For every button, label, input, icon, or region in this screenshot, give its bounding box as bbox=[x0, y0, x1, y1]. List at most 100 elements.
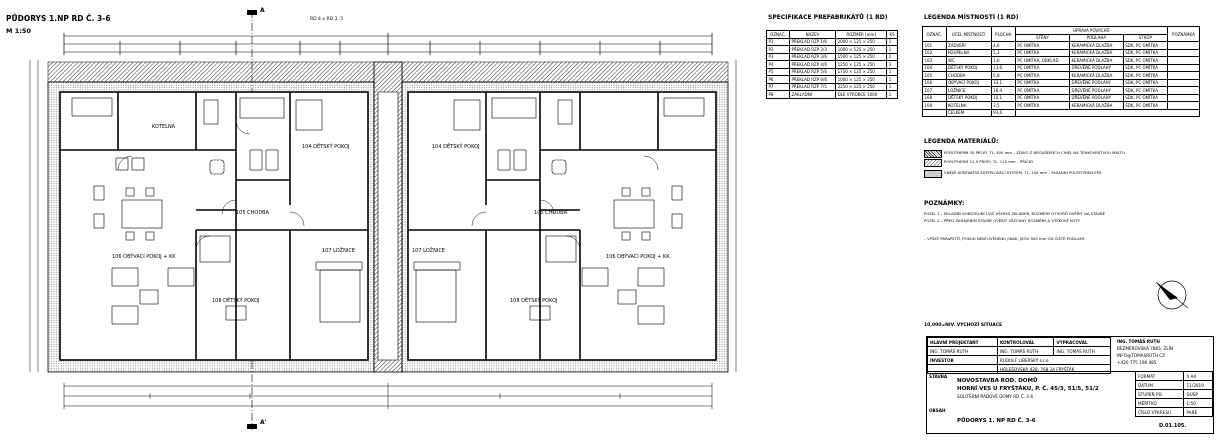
tb-field-cell: FORMÁT bbox=[1134, 371, 1185, 381]
legend-cell: OBÝVACÍ POKOJ bbox=[945, 78, 992, 87]
dimension-lines-top bbox=[63, 33, 713, 55]
legend-cell: 1,6 bbox=[990, 56, 1016, 65]
spec-cell: P3 bbox=[766, 52, 790, 61]
material-swatch-insulation bbox=[924, 170, 942, 178]
tb-role: VYPRACOVAL bbox=[1053, 337, 1111, 347]
tb-field-cell: STUPEŇ PD bbox=[1134, 389, 1185, 399]
room-legend-title: LEGENDA MÍSTNOSTÍ (1 RD) bbox=[924, 14, 1019, 21]
spec-cell: 2 bbox=[886, 52, 898, 61]
legend-cell: 103 bbox=[922, 56, 947, 65]
legend-cell: DŘEVĚNÉ PODLAHY bbox=[1069, 63, 1124, 72]
legend-cell: KERAMICKÁ DLAŽBA bbox=[1069, 71, 1124, 80]
tb-stavba2: HORNÍ VES U FRYŠTÁKU, P. Č. 45/3, 51/5, … bbox=[957, 386, 1099, 392]
spec-cell: 1 bbox=[886, 82, 898, 91]
spec-cell: 1 bbox=[886, 75, 898, 84]
spec-cell: P7 bbox=[766, 82, 790, 91]
legend-cell bbox=[1166, 48, 1201, 57]
site-note: 10,000=NIV. VÝCHOZÍ SITUACE bbox=[924, 323, 1003, 328]
tb-person: ING. TOMÁŠ RUTH bbox=[1053, 346, 1111, 356]
tb-obsah-label: OBSAH bbox=[929, 408, 946, 413]
tb-investor-address: HOLEŠOVSKÁ 428, 768 24 FRYŠTÁK bbox=[996, 364, 1112, 374]
notes-title: POZNÁMKY: bbox=[924, 200, 965, 207]
room-label: 106 OBÝVACÍ POKOJ + KK bbox=[606, 254, 670, 260]
note-line: – VÝŠKY PARAPETŮ, POKUD NENÍ UVEDENO JIN… bbox=[924, 236, 1085, 241]
legend-cell: KERAMICKÁ DLAŽBA bbox=[1069, 101, 1124, 110]
legend-header: PODLAHA bbox=[1069, 33, 1124, 42]
spec-cell: P4 bbox=[766, 60, 790, 69]
spec-cell: P6 bbox=[766, 75, 790, 84]
spec-header: KS bbox=[886, 30, 898, 39]
tb-author: ING. TOMÁŠ RUTH bbox=[1117, 339, 1160, 344]
legend-header: ÚČEL MÍSTNOSTI bbox=[945, 26, 992, 42]
legend-cell: DĚTSKÝ POKOJ bbox=[945, 93, 992, 102]
spec-cell: 1000 × 125 × 250 bbox=[835, 45, 888, 54]
spec-cell: 1 bbox=[886, 67, 898, 76]
tb-field-cell: DATUM bbox=[1134, 380, 1185, 390]
legend-cell: 10,1 bbox=[990, 93, 1016, 102]
spec-header: NÁZEV bbox=[788, 30, 837, 39]
spec-cell: DLE VÝROBCE 1000 bbox=[835, 90, 888, 99]
tb-field-cell: DUSP bbox=[1183, 389, 1213, 399]
tb-stavba-label: STAVBA bbox=[929, 374, 948, 379]
spec-cell: 2250 × 125 × 250 bbox=[835, 82, 888, 91]
spec-cell: 1 bbox=[886, 37, 898, 46]
legend-cell: KOUPELNA bbox=[945, 48, 992, 57]
legend-cell bbox=[1166, 56, 1201, 65]
spec-cell: PŘEKLAD RZP 3/6 bbox=[788, 52, 837, 61]
spec-cell: P2 bbox=[766, 45, 790, 54]
legend-cell: KERAMICKÁ DLAŽBA bbox=[1069, 41, 1124, 50]
legend-cell: 16,4 bbox=[990, 86, 1016, 95]
room-label: 108 DĚTSKÝ POKOJ bbox=[212, 298, 260, 304]
legend-cell: KOTELNA bbox=[945, 101, 992, 110]
legend-cell: PC OMÍTKA bbox=[1014, 63, 1071, 72]
legend-cell: PC OMÍTKA bbox=[1014, 101, 1071, 110]
tb-field-cell: 4 A4 bbox=[1183, 371, 1213, 381]
legend-cell: 102 bbox=[922, 48, 947, 57]
legend-cell: WC bbox=[945, 56, 992, 65]
tb-investor: RUDOLF LIBERSKÝ s.r.o. bbox=[996, 355, 1112, 365]
spec-cell: PŘEKLAD RZP 7/5 bbox=[788, 82, 837, 91]
spec-cell: 3 bbox=[886, 60, 898, 69]
spec-cell: PŘEKLAD RZP 5/6 bbox=[788, 67, 837, 76]
legend-header: PLOCHA bbox=[990, 26, 1016, 42]
legend-cell: 4,6 bbox=[990, 41, 1016, 50]
drawing-title: PŮDORYS 1.NP RD Č. 3-6 bbox=[6, 14, 111, 23]
tb-author-phone: +420 775 196 485 bbox=[1117, 360, 1157, 365]
legend-cell: DŘEVĚNÉ PODLAHY bbox=[1069, 86, 1124, 95]
materials-legend-title: LEGENDA MATERIÁLŮ: bbox=[924, 138, 999, 145]
tb-author-email: INFO@TOMASRUTH.CZ bbox=[1117, 353, 1165, 358]
legend-cell: SDK, PC OMÍTKA bbox=[1122, 41, 1168, 50]
tb-role: KONTROLOVAL bbox=[996, 337, 1055, 347]
spec-cell: PŘEKLAD RZP 1/6 bbox=[788, 37, 837, 46]
note-line: POZN. 1 – SKLADBY KONSTRUKCÍ VIZ VÝKRES … bbox=[924, 211, 1106, 216]
legend-cell: 13,6 bbox=[990, 63, 1016, 72]
spec-cell: 1 bbox=[886, 45, 898, 54]
room-label: 107 LOŽNICE bbox=[412, 248, 445, 254]
legend-cell bbox=[1166, 63, 1201, 72]
room-label: 106 OBÝVACÍ POKOJ + KK bbox=[112, 254, 176, 260]
tb-investor-label: INVESTOR bbox=[927, 355, 998, 365]
legend-cell: ZÁDVEŘÍ bbox=[945, 41, 992, 50]
tb-field-cell: PARÉ bbox=[1183, 407, 1213, 417]
material-swatch-partition bbox=[924, 159, 942, 167]
legend-total-label: CELKEM bbox=[945, 108, 992, 117]
spec-cell: 1000 × 125 × 250 bbox=[835, 75, 888, 84]
legend-cell: 101 bbox=[922, 41, 947, 50]
section-mark: A bbox=[260, 7, 265, 14]
material-swatch-brick bbox=[924, 150, 942, 158]
legend-cell: KERAMICKÁ DLAŽBA bbox=[1069, 48, 1124, 57]
tb-field-cell: MĚŘÍTKO bbox=[1134, 398, 1185, 408]
legend-cell: DŘEVĚNÉ PODLAHY bbox=[1069, 78, 1124, 87]
